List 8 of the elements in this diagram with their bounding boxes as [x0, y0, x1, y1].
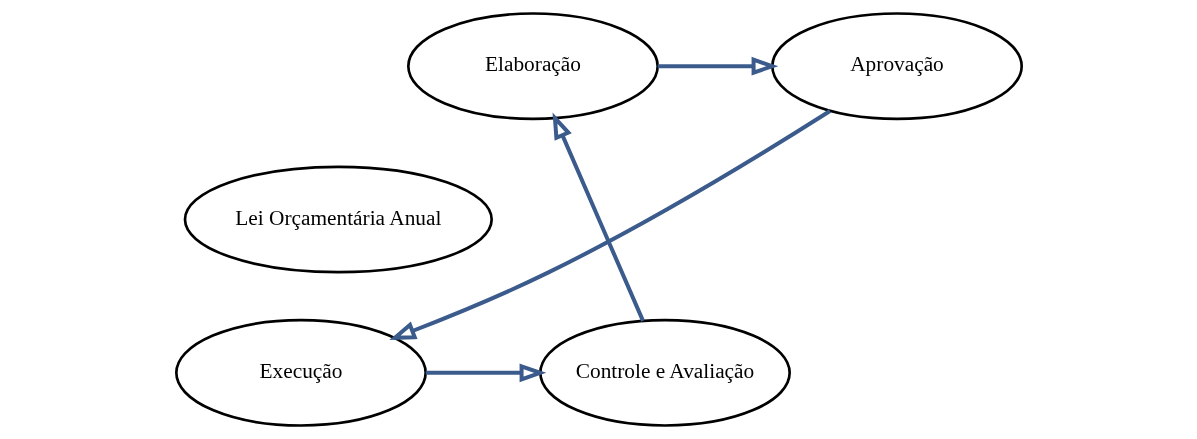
- arrow: [552, 112, 645, 322]
- arrow: [657, 56, 778, 76]
- arrow: [425, 363, 546, 383]
- arrow: [388, 109, 831, 340]
- node-ellipse: Lei Orçamentária Anual: [183, 165, 493, 274]
- node-ellipse: Elaboração: [406, 12, 659, 121]
- node-ellipse: Aprovação: [770, 12, 1023, 121]
- node-ellipse: Controle e Avaliação: [538, 318, 791, 427]
